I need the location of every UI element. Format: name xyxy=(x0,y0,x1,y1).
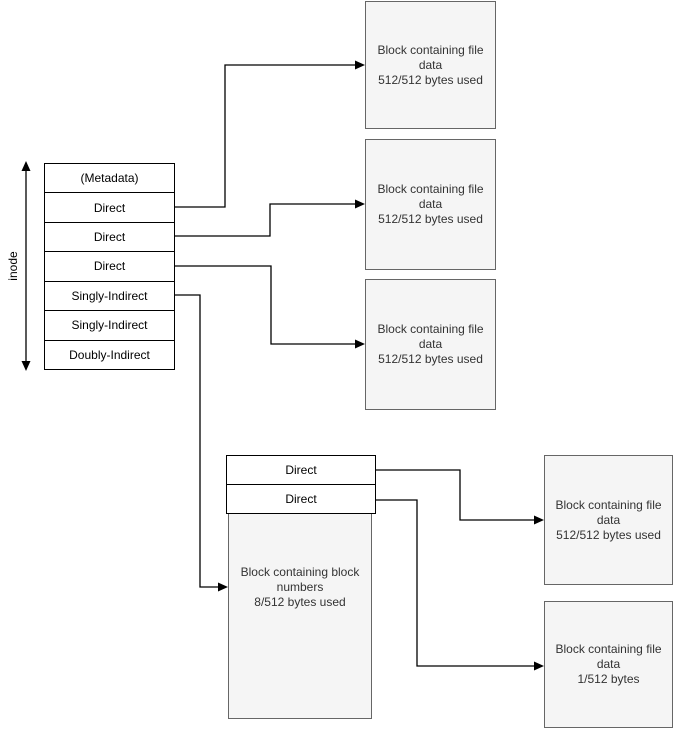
inode-row-singly-indirect-2: Singly-Indirect xyxy=(45,311,174,341)
data-block-usage: 512/512 bytes used xyxy=(378,212,483,226)
data-block-usage: 512/512 bytes used xyxy=(378,72,483,87)
arrowhead-to-indirect-block xyxy=(218,582,228,592)
inode-row-direct-3: Direct xyxy=(45,252,174,282)
data-block-2: Block containing file data 512/512 bytes… xyxy=(365,139,496,270)
indirect-block-usage: 8/512 bytes used xyxy=(254,594,346,609)
inode-label: inode xyxy=(6,251,20,281)
inode-table: (Metadata) Direct Direct Direct Singly-I… xyxy=(44,163,175,370)
data-block-usage: 512/512 bytes used xyxy=(378,352,483,366)
connector-direct-2 xyxy=(175,203,355,237)
inode-extent-arrowhead-bottom xyxy=(21,361,31,371)
inode-row-label: Singly-Indirect xyxy=(71,318,148,333)
data-block-1: Block containing file data 512/512 bytes… xyxy=(365,1,496,129)
connector-direct-1 xyxy=(175,64,355,208)
inode-row-label: Singly-Indirect xyxy=(71,288,148,303)
indirect-block-label: Block containing block numbers xyxy=(240,564,360,594)
inode-extent-arrowhead-top xyxy=(21,161,31,171)
connector-indirect-direct-1 xyxy=(376,469,534,521)
indirect-row-label: Direct xyxy=(285,492,317,506)
data-block-5: Block containing file data 1/512 bytes xyxy=(544,601,673,728)
inode-row-label: Direct xyxy=(93,259,126,274)
inode-row-singly-indirect-1: Singly-Indirect xyxy=(45,282,174,312)
arrowhead-to-block-3 xyxy=(355,339,365,349)
data-block-label: Block containing file data xyxy=(377,42,484,72)
connector-indirect-direct-2 xyxy=(376,499,534,667)
indirect-block-row-direct-1: Direct xyxy=(226,455,376,485)
indirect-row-label: Direct xyxy=(285,463,317,477)
connector-singly-indirect-1 xyxy=(175,294,218,588)
inode-row-label: (Metadata) xyxy=(80,171,139,186)
inode-row-direct-2: Direct xyxy=(45,223,174,253)
arrowhead-to-block-2 xyxy=(355,199,365,209)
indirect-block-row-direct-2: Direct xyxy=(226,484,376,514)
arrowhead-to-block-1 xyxy=(355,60,365,70)
inode-row-metadata: (Metadata) xyxy=(45,164,174,194)
connector-direct-3 xyxy=(175,265,355,345)
inode-row-direct-1: Direct xyxy=(45,193,174,223)
arrowhead-to-block-4 xyxy=(534,515,544,525)
data-block-4: Block containing file data 512/512 bytes… xyxy=(544,455,673,585)
data-block-usage: 1/512 bytes xyxy=(577,672,640,686)
data-block-label: Block containing file data xyxy=(377,182,484,211)
inode-row-label: Direct xyxy=(93,230,126,245)
arrowhead-to-block-5 xyxy=(534,661,544,671)
data-block-3: Block containing file data 512/512 bytes… xyxy=(365,279,496,410)
inode-row-label: Direct xyxy=(93,200,126,215)
data-block-label: Block containing file data xyxy=(555,642,662,671)
data-block-label: Block containing file data xyxy=(555,497,662,527)
data-block-usage: 512/512 bytes used xyxy=(556,527,661,542)
inode-row-doubly-indirect: Doubly-Indirect xyxy=(45,341,174,369)
data-block-label: Block containing file data xyxy=(377,322,484,351)
inode-row-label: Doubly-Indirect xyxy=(69,347,150,362)
